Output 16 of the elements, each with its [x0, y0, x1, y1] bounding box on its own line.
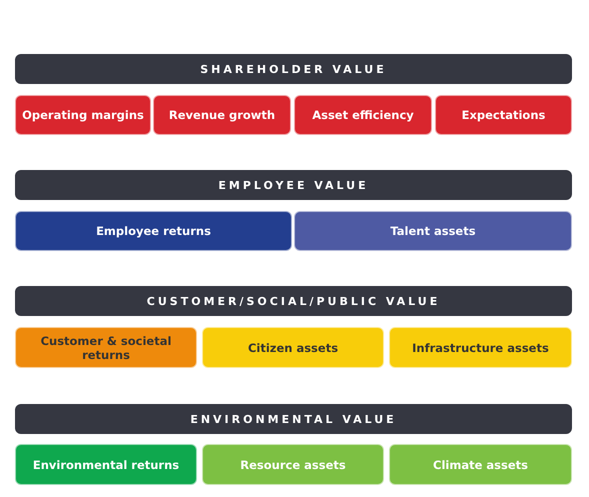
band-header: CUSTOMER/SOCIAL/PUBLIC VALUE	[15, 286, 572, 316]
value-box: Revenue growth	[153, 95, 291, 135]
value-box: Citizen assets	[202, 327, 384, 368]
value-box: Resource assets	[202, 444, 384, 485]
value-box: Customer & societal returns	[15, 327, 197, 368]
value-box: Employee returns	[15, 211, 292, 251]
value-box: Infrastructure assets	[389, 327, 572, 368]
band-header: EMPLOYEE VALUE	[15, 170, 572, 200]
value-box: Environmental returns	[15, 444, 197, 485]
value-box: Climate assets	[389, 444, 572, 485]
band-header: ENVIRONMENTAL VALUE	[15, 404, 572, 434]
band-header: SHAREHOLDER VALUE	[15, 54, 572, 84]
value-box: Talent assets	[294, 211, 572, 251]
value-box: Asset efficiency	[294, 95, 432, 135]
value-box: Expectations	[435, 95, 572, 135]
value-box: Operating margins	[15, 95, 151, 135]
